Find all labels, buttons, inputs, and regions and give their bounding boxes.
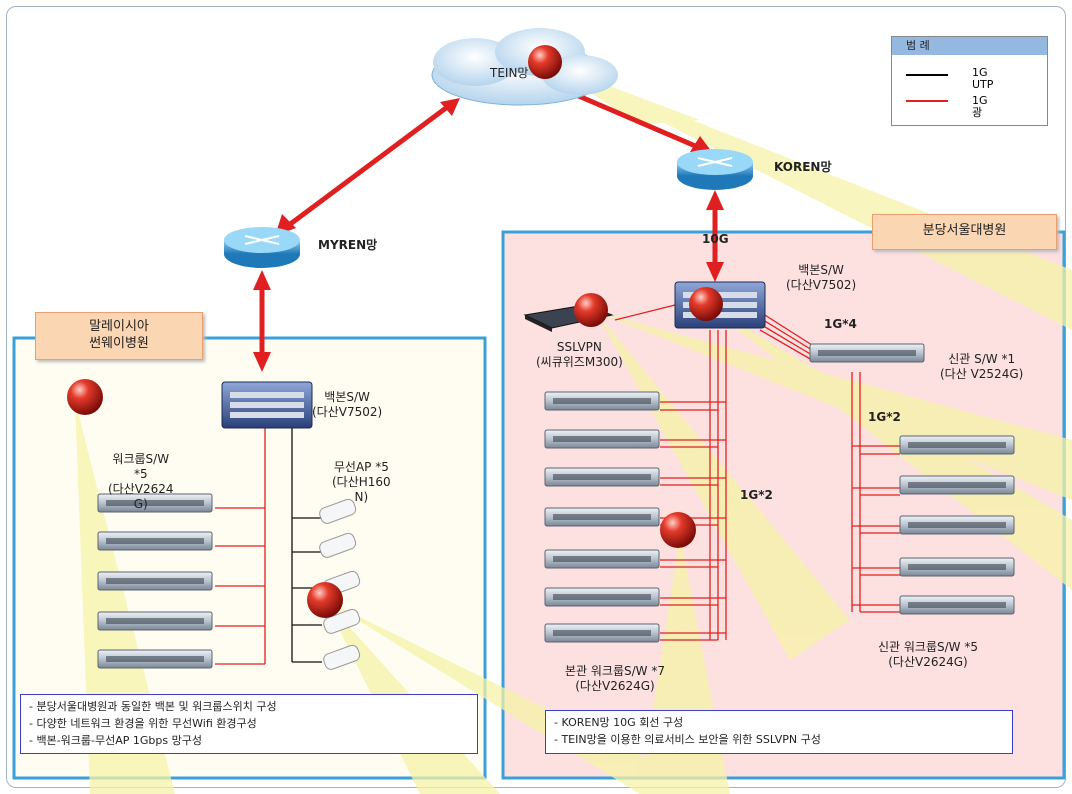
- legend-item-fiber: 1G 광: [972, 94, 988, 119]
- malaysia-note-3: - 백본-워크룹-무선AP 1Gbps 망구성: [29, 734, 202, 747]
- koren-router: [677, 149, 753, 190]
- switch-ports: [106, 656, 204, 662]
- malaysia-backbone-label: 백본S/W (다산V7502): [312, 390, 383, 419]
- link-label-10g: 10G: [702, 232, 729, 246]
- switch-ports: [106, 538, 204, 544]
- myren-router: [224, 227, 300, 268]
- legend-title: 범 례: [892, 37, 1047, 55]
- switch-ports: [553, 398, 651, 404]
- malaysia-region-label: 말레이시아 썬웨이병원: [35, 312, 203, 360]
- snuh-backbone-label: 백본S/W (다산V7502): [786, 263, 857, 292]
- switch-ports: [908, 602, 1006, 608]
- workgroup-switches: [97, 343, 1015, 669]
- switch-ports: [553, 474, 651, 480]
- switch-ports: [106, 500, 204, 506]
- wireless-aps: [319, 498, 361, 670]
- malaysia-backbone-switch: [221, 381, 313, 429]
- switch-ports: [553, 556, 651, 562]
- malaysia-note-2: - 다양한 네트워크 환경을 위한 무선Wifi 환경구성: [29, 717, 257, 730]
- switch-ports: [553, 594, 651, 600]
- malaysia-notes: - 분당서울대병원과 동일한 백본 및 워크룹스위치 구성 - 다양한 네트워크…: [20, 694, 478, 754]
- spotlight-markers: [67, 45, 723, 618]
- sslvpn-label: SSLVPN (씨큐위즈M300): [536, 340, 623, 369]
- malaysia-lan-links: [215, 428, 266, 665]
- snuh-lan-links: [614, 304, 900, 641]
- main-workgroup-label: 본관 워크룹S/W *7 (다산V2624G): [565, 664, 665, 693]
- switch-ports: [908, 482, 1006, 488]
- snuh-region-label: 분당서울대병원: [872, 214, 1057, 250]
- koren-label: KOREN망: [774, 160, 832, 174]
- legend-item-utp: 1G UTP: [972, 66, 994, 91]
- link-label-1g2-main: 1G*2: [740, 488, 773, 502]
- link-label-1g2-new: 1G*2: [868, 410, 901, 424]
- switch-ports: [908, 522, 1006, 528]
- malaysia-ap-label: 무선AP *5 (다산H160 N): [332, 460, 391, 504]
- snuh-notes: - KOREN망 10G 회선 구성 - TEIN망을 이용한 의료서비스 보안…: [545, 710, 1013, 754]
- snuh-note-2: - TEIN망을 이용한 의료서비스 보안을 위한 SSLVPN 구성: [554, 733, 821, 746]
- switch-ports: [553, 514, 651, 520]
- snuh-note-1: - KOREN망 10G 회선 구성: [554, 716, 684, 729]
- link-label-1g4: 1G*4: [824, 317, 857, 331]
- legend: 범 례 1G UTP 1G 광: [891, 36, 1048, 126]
- wan-links: [259, 85, 718, 365]
- switch-ports: [553, 630, 651, 636]
- switch-ports: [818, 350, 916, 356]
- new-workgroup-label: 신관 워크룹S/W *5 (다산V2624G): [878, 640, 978, 669]
- legend-swatches: [906, 74, 948, 102]
- new-switch-label: 신관 S/W *1 (다산 V2524G): [940, 352, 1024, 381]
- tein-label: TEIN망: [490, 66, 529, 80]
- switch-ports: [106, 618, 204, 624]
- switch-ports: [908, 442, 1006, 448]
- malaysia-workgroup-label: 워크룹S/W *5 (다산V2624 G): [108, 452, 174, 511]
- switch-ports: [106, 578, 204, 584]
- switch-ports: [553, 436, 651, 442]
- switch-ports: [908, 564, 1006, 570]
- malaysia-note-1: - 분당서울대병원과 동일한 백본 및 워크룹스위치 구성: [29, 700, 277, 713]
- myren-label: MYREN망: [318, 238, 378, 252]
